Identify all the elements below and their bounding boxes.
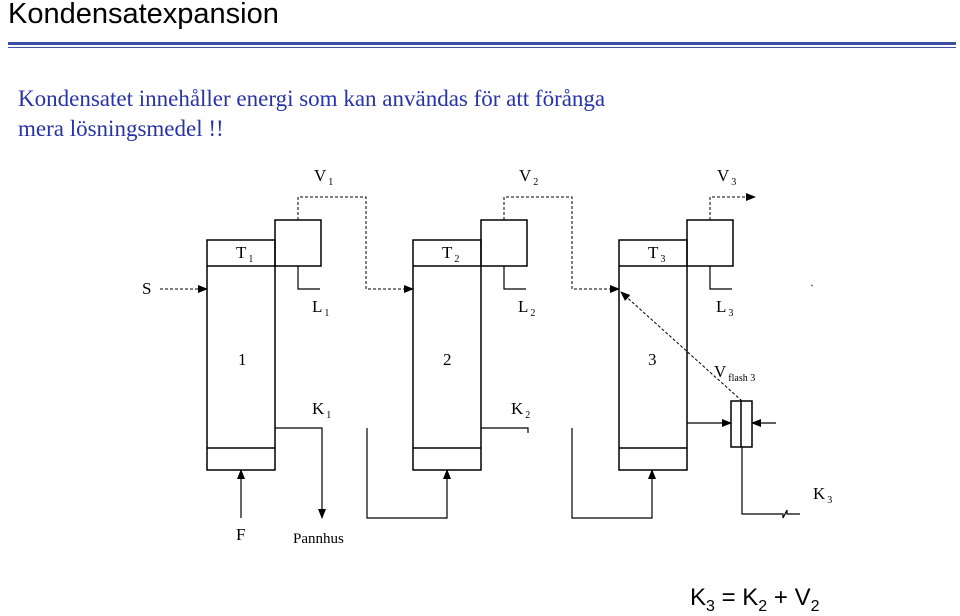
label-steam: S [142, 279, 151, 298]
liquid-line-3 [709, 266, 732, 290]
label-boiler-house: Pannhus [293, 531, 344, 547]
eq-plus: + [773, 584, 788, 611]
condensate-line-1 [366, 428, 451, 519]
separator-2 [480, 219, 528, 267]
balance-equation: K3 = K2 + V2 [690, 584, 819, 616]
eq-term-2: V [794, 584, 811, 611]
effect-number-3: 3 [648, 350, 657, 369]
eq-lhs: K [690, 584, 707, 611]
condensate-line-2 [571, 428, 656, 519]
vapor-line-1 [297, 196, 414, 293]
stray-mark: ` [810, 282, 814, 296]
eq-term-1-index: 2 [758, 597, 768, 615]
effect-number-2: 2 [443, 350, 452, 369]
flash-condensate-line [741, 447, 800, 519]
intro-line-2: mera lösningsmedel !! [18, 116, 224, 141]
vapor-line-2 [503, 196, 620, 293]
liquid-line-1 [297, 266, 320, 290]
eq-lhs-index: 3 [706, 597, 715, 615]
slide-title: Kondensatexpansion [8, 0, 279, 30]
flash-tank [730, 400, 753, 448]
separator-3 [686, 219, 734, 267]
title-rule-upper [8, 42, 956, 45]
effect-number-1: 1 [238, 350, 247, 369]
label-feed: F [236, 525, 245, 544]
condensate-2-stub [481, 427, 529, 433]
effect-3 [618, 219, 734, 471]
eq-term-2-index: 2 [810, 597, 820, 615]
vapor-line-3 [709, 193, 756, 220]
title-rule-lower [8, 47, 956, 48]
separator-1 [274, 219, 322, 267]
effect-1 [206, 219, 322, 471]
condensate-1-to-boiler [275, 427, 326, 519]
eq-term-1: K [742, 584, 759, 611]
intro-text: Kondensatet innehåller energi som kan an… [18, 84, 758, 144]
liquid-line-2 [503, 266, 526, 290]
flash-vapor-line [620, 291, 743, 402]
eq-equals: = [721, 584, 736, 611]
effect-2 [412, 219, 528, 471]
intro-line-1: Kondensatet innehåller energi som kan an… [18, 86, 606, 111]
